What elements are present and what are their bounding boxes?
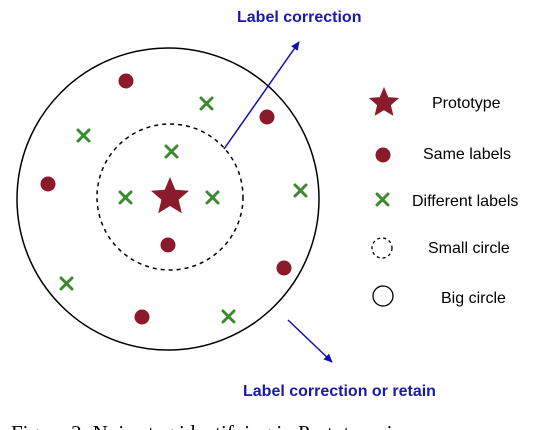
same-label-dot [134,309,150,325]
different-label-cross [221,309,236,324]
legend-label-big: Big circle [441,290,506,307]
arrow-bottom [287,319,333,363]
figure-caption: Figure 2: Noisy tag identifying in Proto… [11,421,393,430]
legend-label-prototype: Prototype [432,95,501,112]
different-label-cross [293,183,308,198]
same-label-dot [160,237,176,253]
legend-dashed-circle-icon [371,237,393,259]
legend-cross-icon [375,192,390,207]
legend-label-small: Small circle [428,240,510,257]
big-circle [16,47,320,351]
same-label-dot [259,109,275,125]
top-arrow-label: Label correction [237,9,361,26]
arrow-top [223,41,300,150]
legend: Prototype Same labels Different labels S… [368,87,518,307]
different-label-cross [205,190,220,205]
bottom-arrow-label: Label correction or retain [243,383,436,400]
different-label-cross [199,96,214,111]
prototype-star [151,177,189,214]
different-label-cross [59,276,74,291]
same-label-dot [118,73,134,89]
same-label-points [40,73,292,325]
different-label-points [59,96,308,324]
legend-solid-circle-icon [372,285,394,307]
legend-label-same: Same labels [423,146,511,163]
same-label-dot [40,176,56,192]
same-label-dot [276,260,292,276]
different-label-cross [164,144,179,159]
different-label-cross [118,190,133,205]
legend-dot-icon [375,147,391,163]
legend-star-icon [368,87,400,116]
small-circle [96,123,244,271]
legend-label-different: Different labels [412,193,518,210]
different-label-cross [76,128,91,143]
